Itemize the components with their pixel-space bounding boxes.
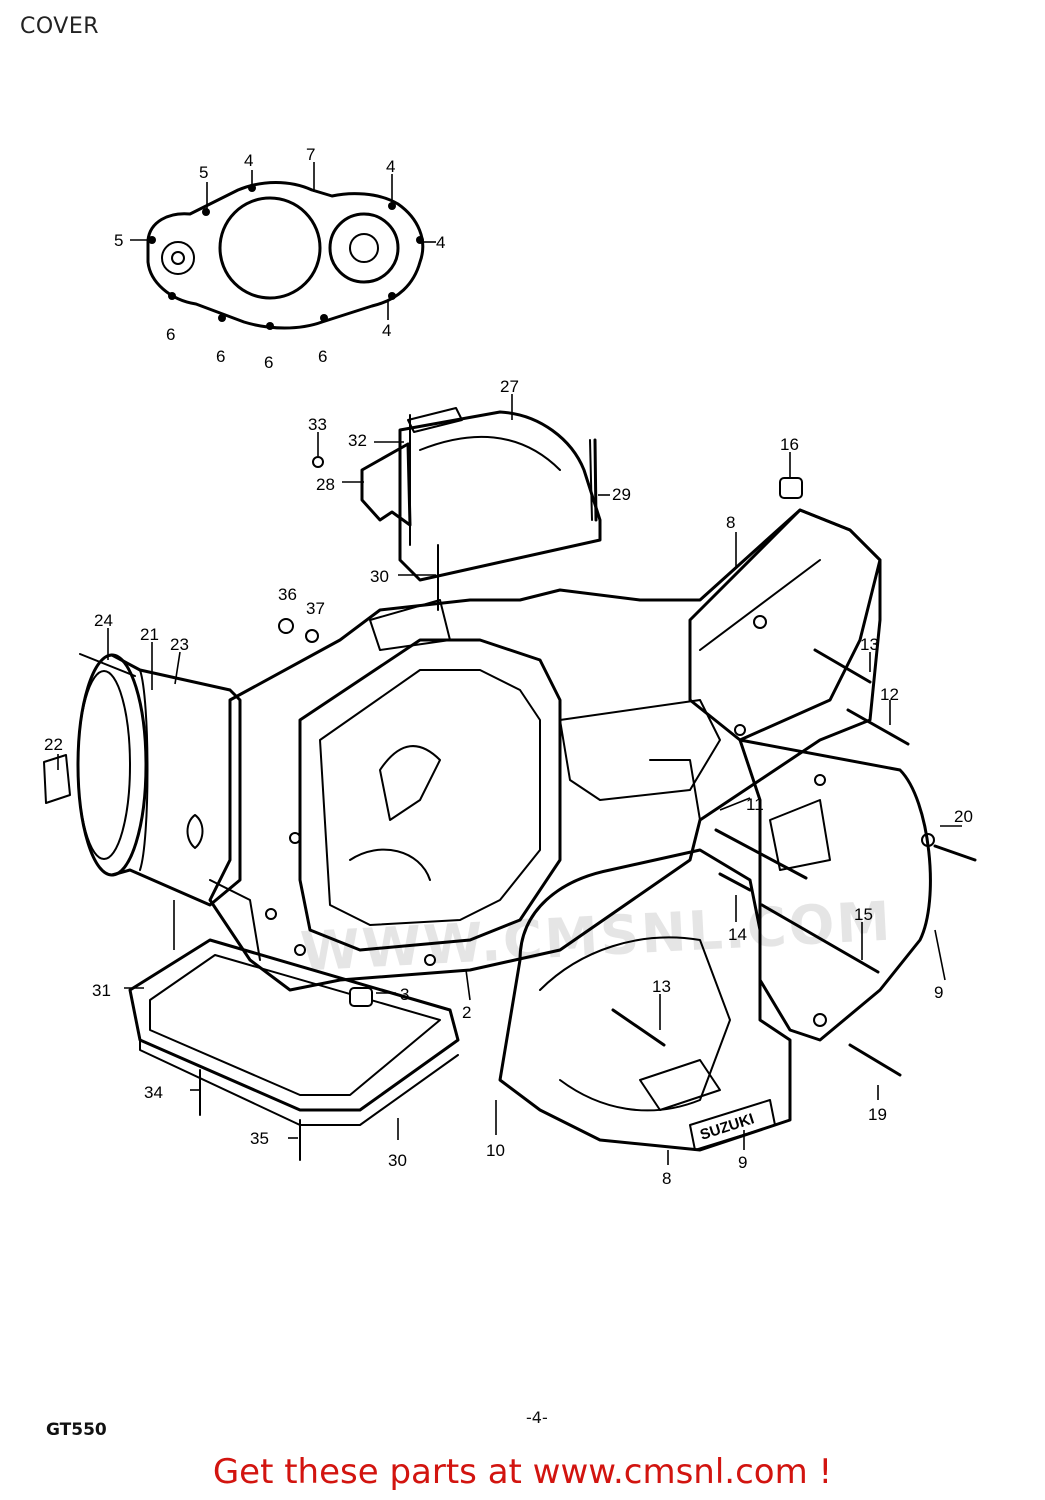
callout-label: 12	[880, 685, 899, 704]
crankcase-body	[208, 508, 882, 992]
callout-label: 13	[652, 977, 671, 996]
callout-label: 29	[612, 485, 631, 504]
svg-text:SUZUKI: SUZUKI	[698, 1110, 756, 1143]
callout-label: 20	[954, 807, 973, 826]
exploded-view-drawing: SUZUKI	[43, 145, 977, 1188]
callout-label: 11	[746, 795, 764, 814]
callout-label: 7	[306, 145, 315, 164]
callout-label: 5	[114, 231, 123, 250]
callout-label: 14	[728, 925, 747, 944]
callout-label: 6	[318, 347, 327, 366]
callout-label: 34	[144, 1083, 163, 1102]
callout-label: 8	[662, 1169, 671, 1188]
clutch-cover-gasket	[146, 181, 425, 330]
callout-label: 6	[264, 353, 273, 372]
callout-label: 15	[854, 905, 873, 924]
callout-label: 4	[244, 151, 253, 170]
callout-label: 36	[278, 585, 297, 604]
callout-label: 2	[462, 1003, 471, 1022]
right-crankcase-cover	[738, 738, 935, 1042]
callout-label: 6	[166, 325, 175, 344]
callout-label: 4	[386, 157, 395, 176]
oil-pan	[128, 938, 460, 1161]
callout-labels: 5 5 4 7 4 4 4 6 6 6 6 27 33 32 28 29 30 …	[44, 145, 973, 1188]
callout-label: 4	[436, 233, 445, 252]
top-cover	[360, 407, 602, 611]
callout-label: 3	[400, 985, 409, 1004]
page-title: COVER	[20, 14, 100, 39]
callout-label: 10	[486, 1141, 505, 1160]
callout-label: 22	[44, 735, 63, 754]
callout-label: 13	[860, 635, 879, 654]
callout-label: 8	[726, 513, 735, 532]
page-number: -4-	[526, 1408, 548, 1427]
callout-label: 6	[216, 347, 225, 366]
callout-label: 30	[388, 1151, 407, 1170]
callout-label: 16	[780, 435, 799, 454]
leader-lines	[57, 162, 962, 1165]
clutch-cover: SUZUKI	[498, 848, 792, 1152]
callout-label: 5	[199, 163, 208, 182]
callout-label: 33	[308, 415, 327, 434]
bolts	[278, 438, 977, 1077]
callout-label: 23	[170, 635, 189, 654]
callout-label: 37	[306, 599, 325, 618]
model-code: GT550	[46, 1420, 107, 1440]
callout-label: 35	[250, 1129, 269, 1148]
callout-label: 21	[140, 625, 159, 644]
callout-label: 28	[316, 475, 335, 494]
callout-label: 4	[382, 321, 391, 340]
callout-label: 19	[868, 1105, 887, 1124]
callout-label: 24	[94, 611, 113, 630]
callout-label: 9	[738, 1153, 747, 1172]
footer-link[interactable]: Get these parts at www.cmsnl.com !	[212, 1452, 833, 1492]
callout-label: 9	[934, 983, 943, 1002]
callout-label: 27	[500, 377, 519, 396]
callout-label: 31	[92, 981, 111, 1000]
left-cylinder-cover	[43, 653, 242, 907]
rear-frame-cover	[688, 508, 882, 742]
callout-label: 30	[370, 567, 389, 586]
callout-label: 32	[348, 431, 367, 450]
